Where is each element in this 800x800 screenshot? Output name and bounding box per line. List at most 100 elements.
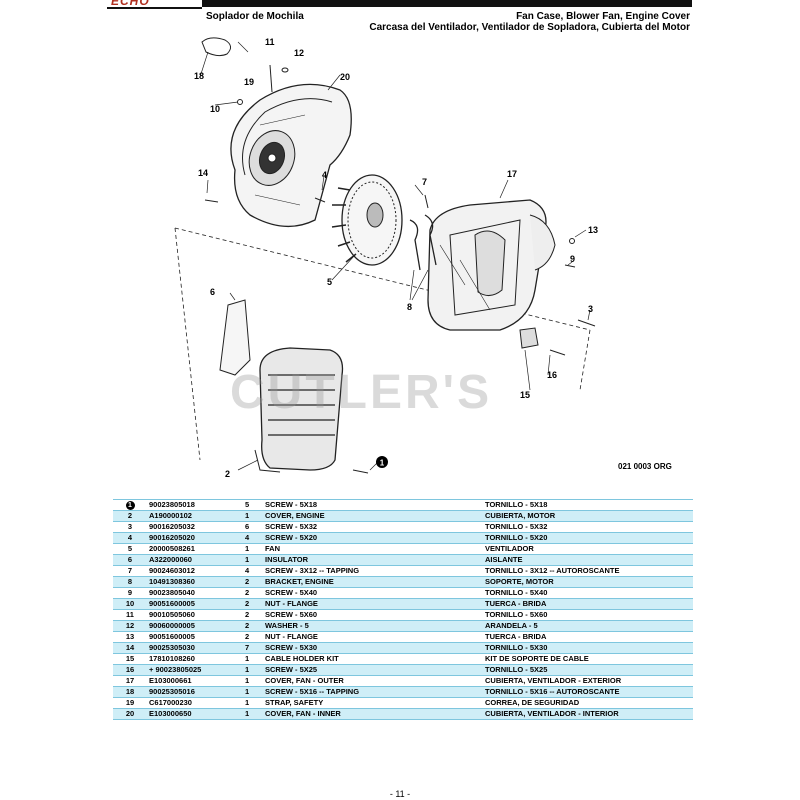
part-number-cell: 10491308360 [147,576,243,588]
model-title: Soplador de Mochila [206,11,304,22]
part-number-cell: A190000102 [147,510,243,522]
quantity-cell: 2 [245,588,250,597]
ref-cell: 11 [126,610,134,619]
ref-cell: 13 [125,632,135,641]
part-number-cell: 90051600005 [147,598,243,610]
screws [204,64,596,474]
quantity-cell: 2 [245,632,250,641]
part-fan [331,174,403,266]
part-number-cell: C617000230 [149,698,192,707]
header-bar [107,0,692,7]
callout-18: 18 [194,71,204,81]
description-es-cell: TUERCA - BRIDA [485,632,547,641]
part-number-cell: 90025305030 [147,642,243,654]
brand-logo: ECHO [107,0,202,9]
quantity-cell: 2 [243,598,263,610]
callout-9: 9 [570,254,575,264]
callout-5: 5 [327,277,332,287]
table-row: 19 C617000230 1 STRAP, SAFETY CORREA, DE SEG… [113,698,693,709]
ref-cell: 19 [125,698,135,707]
part-outer-fan-cover [427,199,556,331]
ref-cell: 2 [113,510,147,522]
callout-1-marker [376,456,388,468]
description-es-cell: CUBIERTA, MOTOR [483,510,693,522]
description-es-cell: AISLANTE [483,554,693,566]
part-inner-fan-cover [230,83,352,228]
ref-cell: 8 [113,576,147,588]
exploded-parts-diagram: 18 11 12 19 20 10 14 4 7 17 13 9 5 8 6 3… [174,37,598,479]
quantity-cell: 2 [243,576,263,588]
description-en-cell: INSULATOR [263,554,483,566]
description-en-cell: SCREW - 3X12 -- TAPPING [265,566,360,575]
quantity-cell: 1 [245,698,250,707]
quantity-cell: 6 [245,522,250,531]
part-number-cell: 90025305016 [147,686,243,698]
description-es-cell: TORNILLO - 5X40 [485,588,548,597]
description-es-cell: CORREA, DE SEGURIDAD [485,698,580,707]
quantity-cell: 1 [243,554,263,566]
quantity-cell: 1 [243,664,263,676]
callout-15: 15 [520,390,530,400]
part-number-cell: 90016205020 [147,532,243,544]
description-es-cell: CUBIERTA, VENTILADOR - EXTERIOR [485,676,622,685]
ref-cell: 1 [113,500,147,511]
description-es-cell: TORNILLO - 3X12 -- AUTOROSCANTE [485,566,620,575]
callout-2: 2 [225,469,230,479]
watermark: CUTLER'S [230,366,493,419]
description-en-cell: FAN [265,544,280,553]
ref-cell: 14 [113,642,147,654]
description-es-cell: TORNILLO - 5X32 [485,522,548,531]
part-number-cell: 90051600005 [149,632,195,641]
ref-cell: 4 [113,532,147,544]
quantity-cell: 1 [245,676,250,685]
ref-cell: 12 [113,620,147,632]
part-number-cell: 90060000005 [147,620,243,632]
quantity-cell: 1 [243,708,263,720]
description-es-cell: SOPORTE, MOTOR [483,576,693,588]
description-es-cell: KIT DE SOPORTE DE CABLE [485,654,589,663]
ref-cell: 16 [113,664,147,676]
description-en-cell: WASHER - 5 [263,620,483,632]
description-en-cell: STRAP, SAFETY [265,698,324,707]
description-es-cell: TORNILLO - 5X18 [485,500,548,509]
quantity-cell: 2 [243,620,263,632]
ref-cell: 9 [127,588,133,597]
quantity-cell: 4 [243,532,263,544]
description-en-cell: COVER, ENGINE [263,510,483,522]
ref-cell: 5 [127,544,133,553]
description-en-cell: BRACKET, ENGINE [263,576,483,588]
part-number-cell: 17810108260 [149,654,195,663]
description-en-cell: SCREW - 5X20 [263,532,483,544]
ref-badge: 1 [125,501,135,510]
description-en-cell: SCREW - 5X16 -- TAPPING [263,686,483,698]
callout-8: 8 [407,302,412,312]
quantity-cell: 2 [245,610,250,619]
callout-12: 12 [294,48,304,58]
description-en-cell: SCREW - 5X25 [263,664,483,676]
callout-16: 16 [547,370,557,380]
ref-cell: 17 [125,676,135,685]
callout-17: 17 [507,169,517,179]
callout-4: 4 [322,170,327,180]
quantity-cell: 1 [245,544,250,553]
description-es-cell: TORNILLO - 5X25 [483,664,693,676]
page-number: - 11 - [389,789,411,799]
part-number-cell: 20000508261 [149,544,195,553]
description-en-cell: CABLE HOLDER KIT [265,654,339,663]
description-en-cell: SCREW - 5X32 [265,522,318,531]
description-en-cell: NUT - FLANGE [265,632,318,641]
ref-cell: 15 [125,654,135,663]
quantity-cell: 5 [245,500,250,509]
callout-7: 7 [422,177,427,187]
